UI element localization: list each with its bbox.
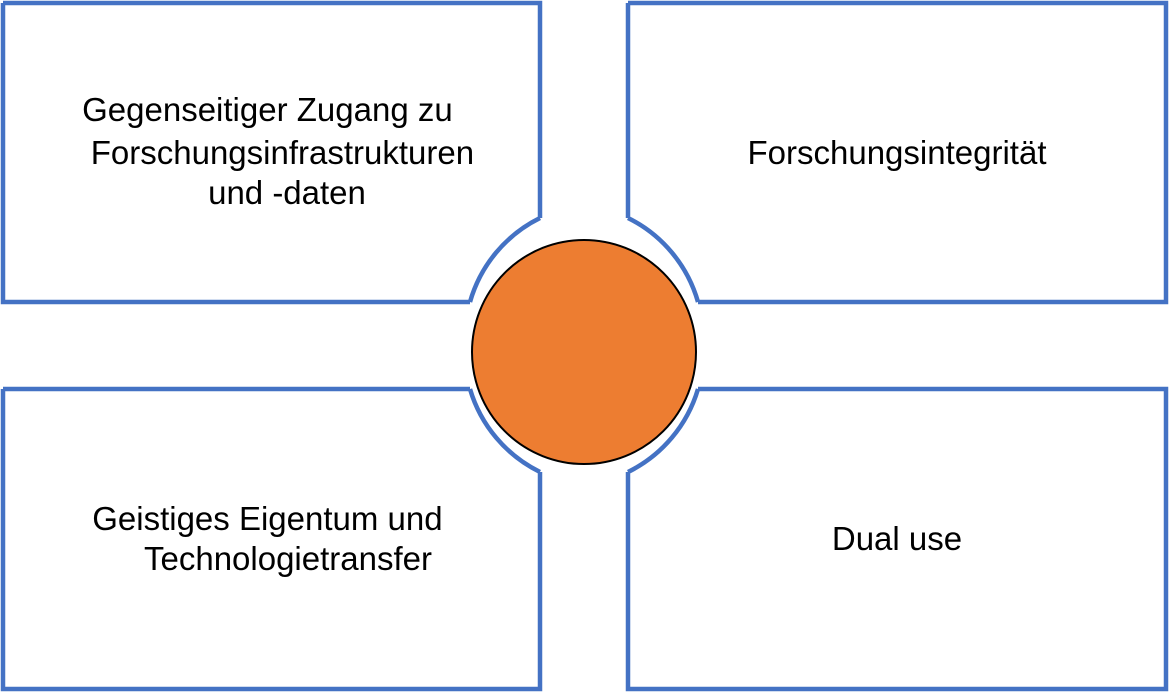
label-bottom-left-line-2: Technologietransfer bbox=[144, 540, 432, 577]
frame-bottom-left bbox=[0, 386, 543, 692]
label-bottom-left: Geistiges Eigentum und Technologietransf… bbox=[92, 500, 452, 577]
label-top-left-line-2: Forschungsinfrastrukturen bbox=[91, 134, 474, 171]
label-top-left-line-3: und -daten bbox=[208, 174, 366, 211]
frame-top-right bbox=[625, 0, 1169, 305]
label-top-left-line-1: Gegenseitiger Zugang zu bbox=[82, 91, 453, 128]
frame-bottom-right bbox=[625, 386, 1169, 692]
label-bottom-right: Dual use bbox=[832, 520, 962, 557]
frame-top-left bbox=[0, 0, 543, 305]
label-bottom-right-line-1: Dual use bbox=[832, 520, 962, 557]
center-circle bbox=[471, 239, 697, 465]
label-bottom-left-line-1: Geistiges Eigentum und bbox=[92, 500, 442, 537]
label-top-left: Gegenseitiger Zugang zu Forschungsinfras… bbox=[82, 91, 483, 211]
label-top-right: Forschungsintegrität bbox=[748, 134, 1047, 171]
label-top-right-line-1: Forschungsintegrität bbox=[748, 134, 1047, 171]
